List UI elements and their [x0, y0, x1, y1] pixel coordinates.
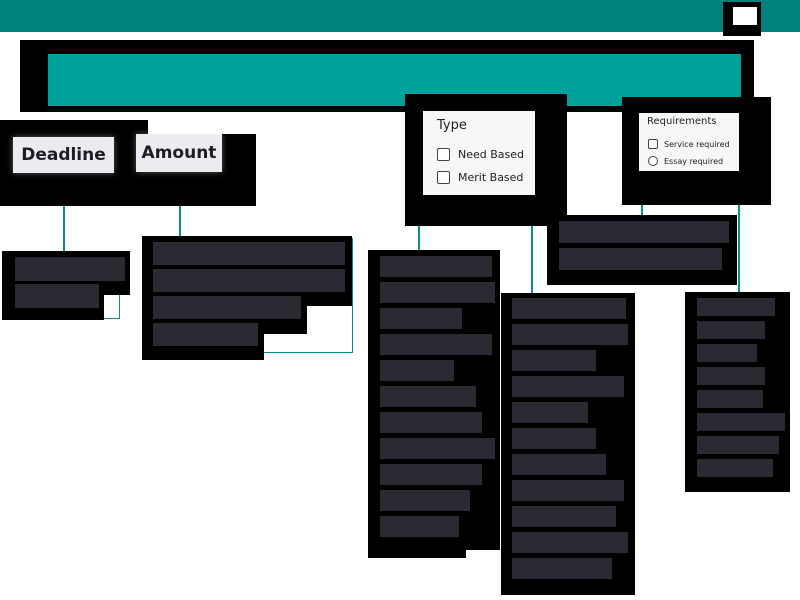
type-option-need-based[interactable]: Need Based	[437, 148, 524, 161]
top-bar	[0, 0, 800, 32]
requirements-connector-service	[641, 205, 643, 217]
need-based-option[interactable]	[380, 308, 462, 329]
type-connector-merit	[531, 226, 533, 296]
requirements-connector-essay	[738, 205, 740, 295]
need-based-option[interactable]	[380, 256, 492, 277]
merit-based-option[interactable]	[512, 480, 624, 501]
service-required-checkbox[interactable]	[648, 139, 658, 149]
need-based-option[interactable]	[380, 282, 495, 303]
need-based-checkbox[interactable]	[437, 148, 450, 161]
essay-option[interactable]	[697, 344, 757, 362]
type-option-merit-based[interactable]: Merit Based	[437, 171, 523, 184]
merit-based-label: Merit Based	[458, 171, 524, 184]
essay-option[interactable]	[697, 459, 773, 477]
essay-option[interactable]	[697, 390, 763, 408]
need-based-label: Need Based	[458, 148, 525, 161]
need-based-option[interactable]	[380, 464, 482, 485]
requirements-filter-title: Requirements	[647, 116, 717, 127]
amount-connector	[179, 206, 181, 238]
need-based-option[interactable]	[380, 516, 459, 537]
deadline-option[interactable]	[15, 284, 99, 308]
merit-based-option[interactable]	[512, 350, 596, 371]
requirements-filter-panel: Requirements Service required Essay requ…	[639, 113, 739, 171]
type-filter-panel: Type Need Based Merit Based	[423, 111, 535, 195]
amount-option[interactable]	[153, 323, 258, 346]
amount-option[interactable]	[153, 296, 301, 319]
merit-based-option[interactable]	[512, 298, 626, 319]
type-connector-need	[418, 226, 420, 252]
merit-based-checkbox[interactable]	[437, 171, 450, 184]
need-based-option[interactable]	[380, 412, 482, 433]
window-button-icon	[733, 7, 757, 25]
need-based-option[interactable]	[380, 386, 476, 407]
deadline-connector	[63, 206, 65, 252]
essay-option[interactable]	[697, 436, 779, 454]
requirements-option-essay[interactable]: Essay required	[648, 156, 723, 166]
requirements-option-service[interactable]: Service required	[648, 139, 730, 149]
merit-based-option[interactable]	[512, 558, 612, 579]
merit-based-option[interactable]	[512, 402, 588, 423]
amount-filter-label: Amount	[141, 143, 217, 163]
essay-required-label: Essay required	[664, 156, 724, 166]
type-filter-title: Type	[437, 118, 467, 133]
need-based-option[interactable]	[380, 490, 470, 511]
merit-based-option[interactable]	[512, 428, 596, 449]
merit-based-option[interactable]	[512, 532, 628, 553]
amount-option[interactable]	[153, 269, 345, 292]
amount-option[interactable]	[153, 242, 345, 265]
merit-based-option[interactable]	[512, 324, 628, 345]
need-based-option[interactable]	[380, 438, 495, 459]
merit-based-option[interactable]	[512, 376, 624, 397]
essay-option[interactable]	[697, 321, 765, 339]
merit-based-option[interactable]	[512, 506, 616, 527]
essay-required-checkbox[interactable]	[648, 156, 658, 166]
deadline-filter-label: Deadline	[21, 145, 106, 165]
essay-option[interactable]	[697, 298, 775, 316]
deadline-filter-button[interactable]: Deadline	[13, 137, 114, 173]
merit-based-option[interactable]	[512, 454, 606, 475]
service-option[interactable]	[559, 248, 722, 270]
essay-option[interactable]	[697, 367, 765, 385]
essay-option[interactable]	[697, 413, 785, 431]
need-based-option[interactable]	[380, 360, 454, 381]
service-option[interactable]	[559, 221, 729, 243]
need-based-option[interactable]	[380, 334, 492, 355]
amount-filter-button[interactable]: Amount	[136, 134, 222, 172]
service-required-label: Service required	[664, 139, 730, 149]
deadline-option[interactable]	[15, 257, 125, 281]
